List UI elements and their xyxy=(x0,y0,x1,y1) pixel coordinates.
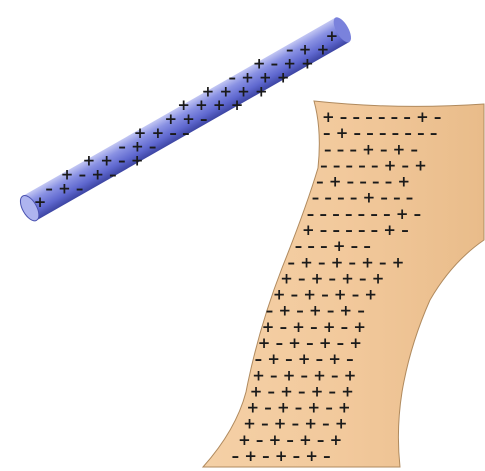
charged-rod: +– + ++ – + +– + + ++ + + ++ + + ++ + –+… xyxy=(12,6,360,233)
rod-sign-row: – + – xyxy=(45,179,83,197)
paper-sign-row: – + – + – + – xyxy=(232,447,331,465)
paper-strip: + – – – – – – + –– + – – – – – – –– – – … xyxy=(203,101,484,467)
rod-sign-row: + xyxy=(34,193,47,211)
rod-charge-signs: +– + ++ – + +– + + ++ + + ++ + + ++ + –+… xyxy=(19,10,352,228)
